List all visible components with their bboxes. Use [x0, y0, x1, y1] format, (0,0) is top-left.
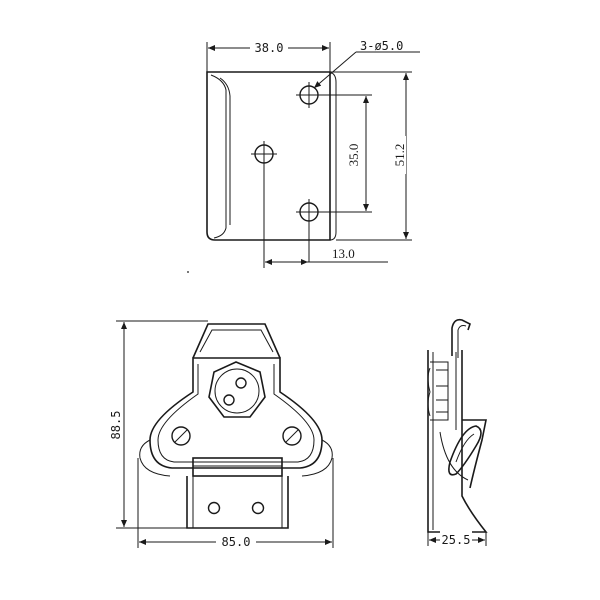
dim-label-hole-spacing: 35.0 [346, 144, 361, 167]
dimension-51: 51.2 [330, 71, 412, 241]
dimension-35: 35.0 [344, 96, 369, 211]
dim-label-offset: 13.0 [332, 246, 355, 261]
dimension-holes: 3-ø5.0 [313, 39, 420, 89]
dimension-13: 13.0 [265, 246, 388, 265]
dim-label-depth-side: 25.5 [442, 533, 471, 547]
dimension-38: 38.0 [206, 38, 331, 72]
hex-nut [208, 361, 266, 418]
dimension-85: 85.0 [137, 458, 334, 549]
dim-label-height-top: 51.2 [392, 144, 407, 167]
dimension-25: 25.5 [427, 531, 487, 547]
dim-label-height-front: 88.5 [109, 411, 123, 440]
side-view-latch [427, 318, 488, 533]
front-view-latch [139, 323, 333, 529]
dim-label-holes: 3-ø5.0 [360, 39, 403, 53]
dim-label-width-front: 85.0 [222, 535, 251, 549]
dim-label-width-top: 38.0 [255, 41, 284, 55]
top-view-plate [206, 71, 372, 268]
dimension-88: 88.5 [108, 320, 208, 529]
